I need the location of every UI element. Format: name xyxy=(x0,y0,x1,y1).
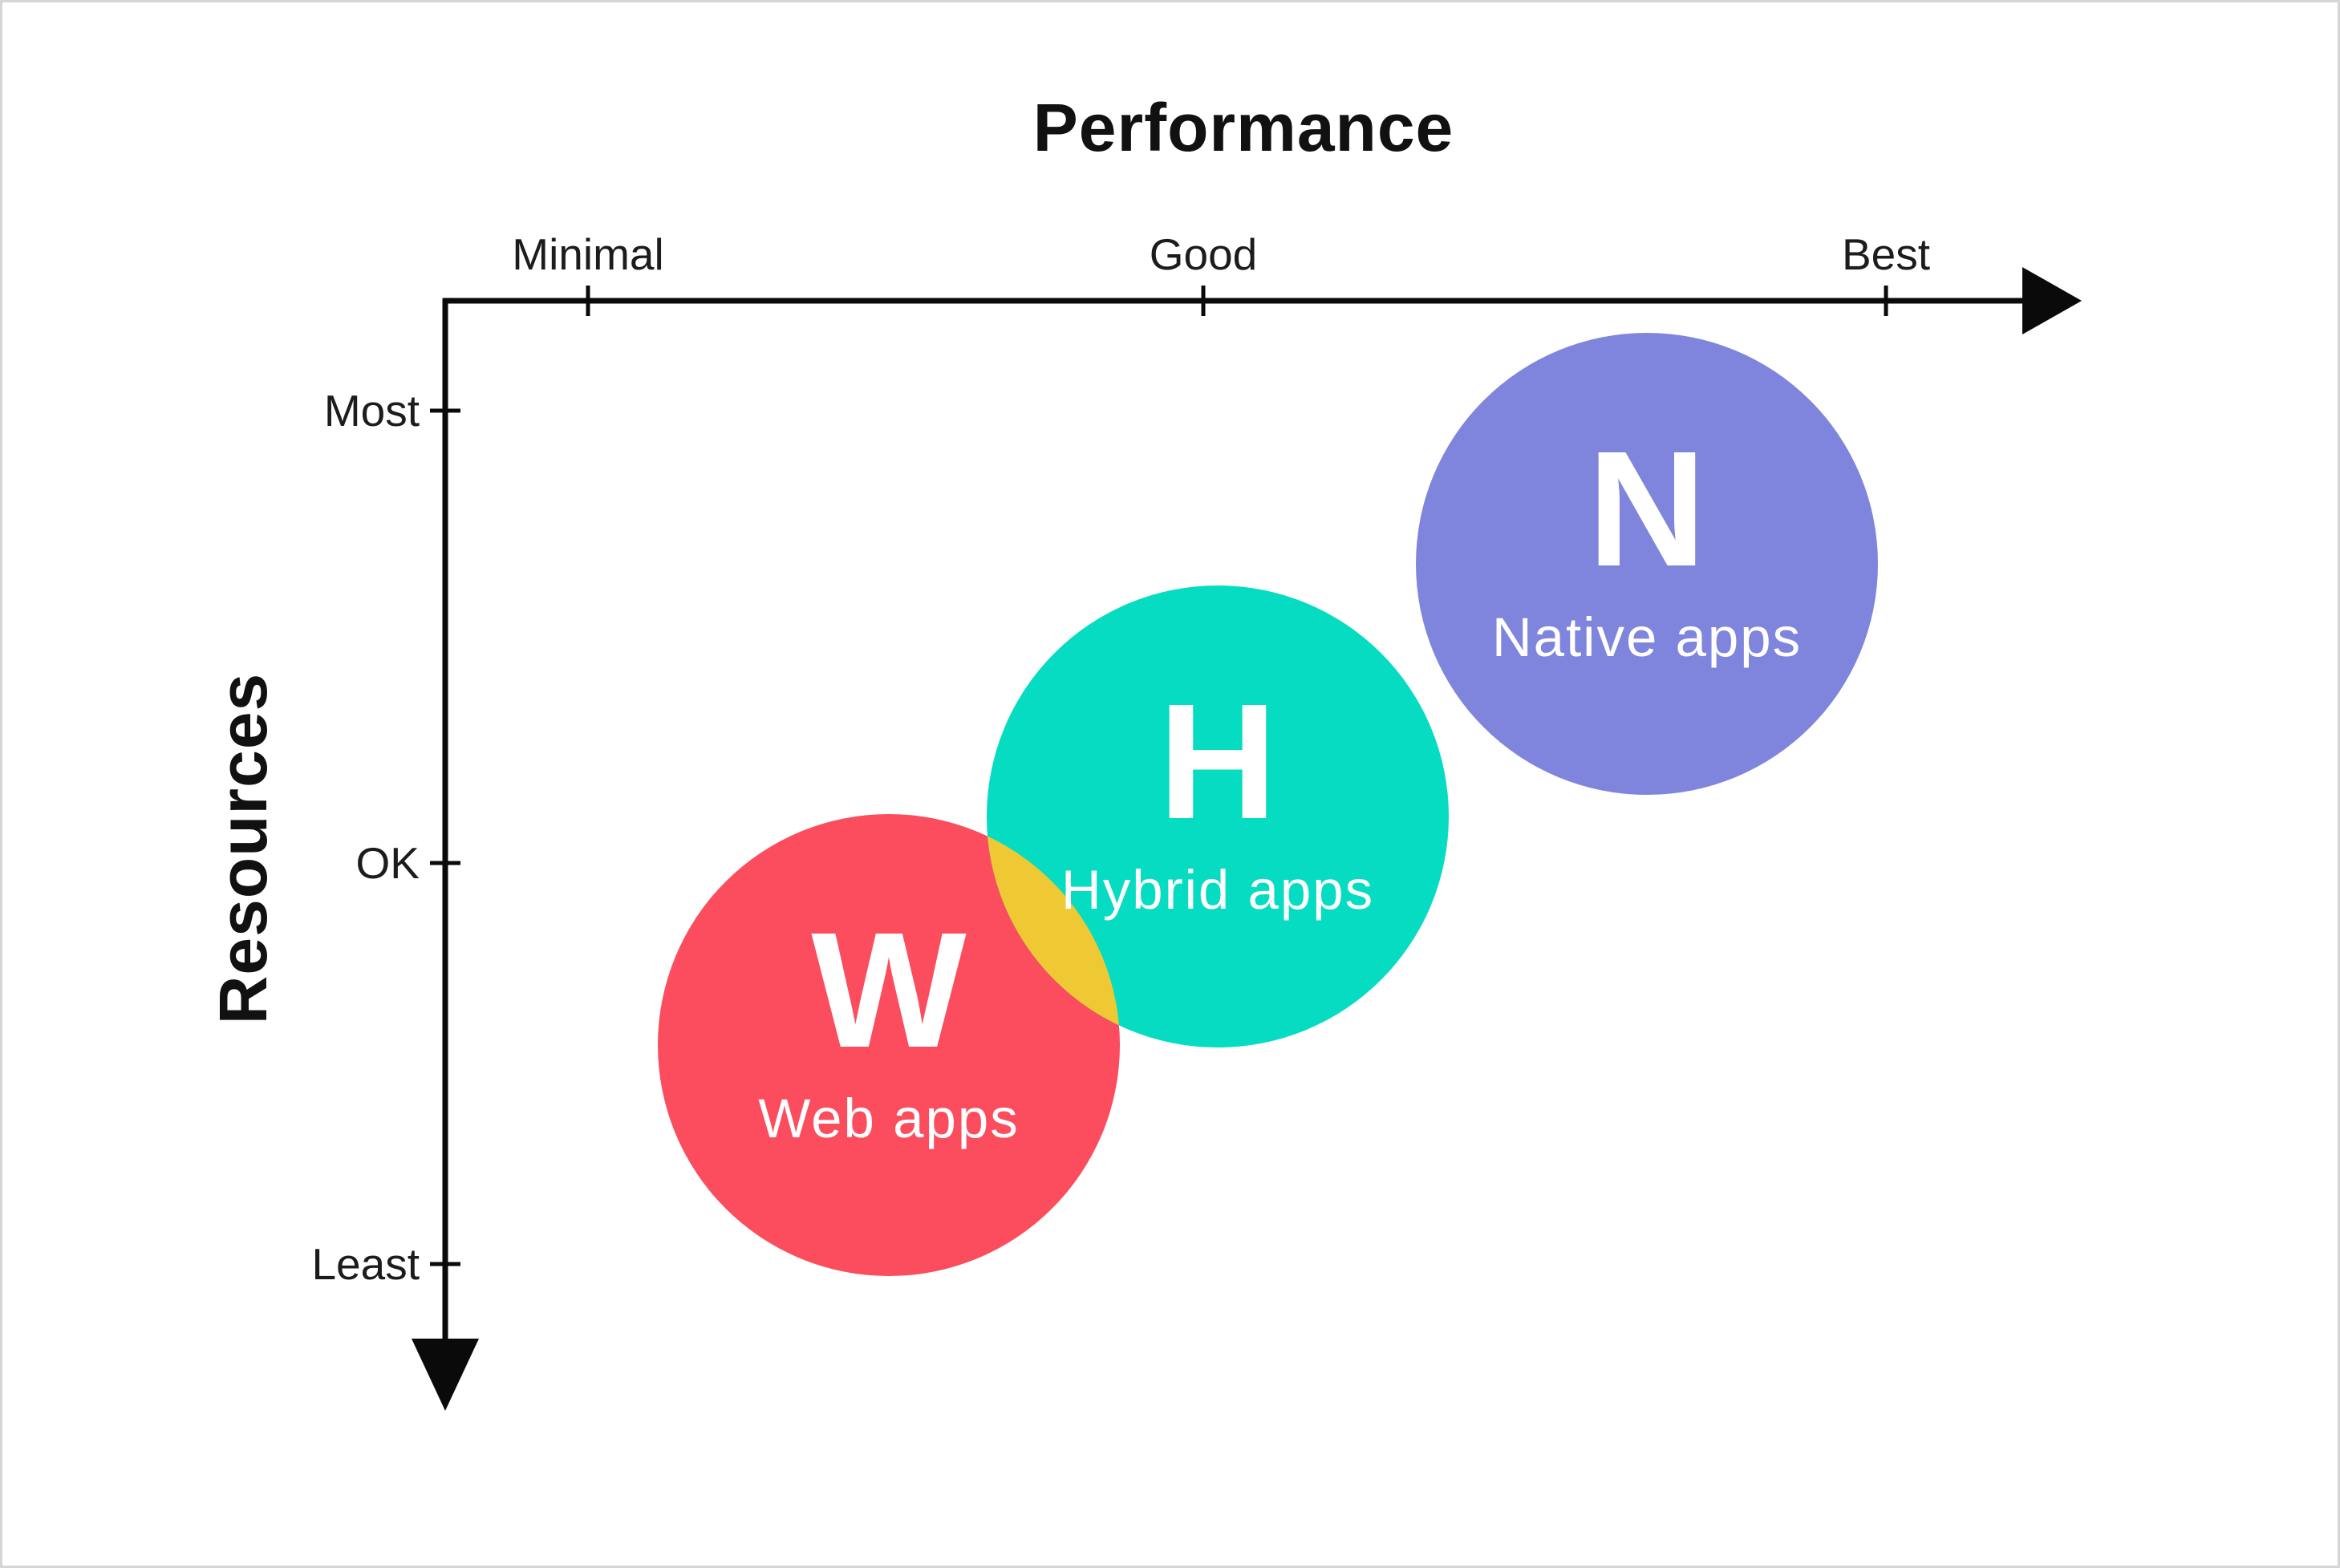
y-tick-label-ok: OK xyxy=(355,838,420,888)
x-tick-label-best: Best xyxy=(1841,229,1931,279)
y-tick-label-most: Most xyxy=(323,386,420,436)
hybrid-apps-circle xyxy=(987,585,1449,1047)
x-tick-label-good: Good xyxy=(1149,229,1258,279)
web-apps-circle xyxy=(658,814,1120,1276)
x-axis-title: Performance xyxy=(1032,90,1454,165)
y-tick-label-least: Least xyxy=(311,1239,420,1289)
x-tick-label-minimal: Minimal xyxy=(512,229,664,279)
y-axis-arrow-icon xyxy=(412,1339,479,1411)
native-apps-circle xyxy=(1416,333,1878,795)
x-axis-arrow-icon xyxy=(2022,267,2082,334)
